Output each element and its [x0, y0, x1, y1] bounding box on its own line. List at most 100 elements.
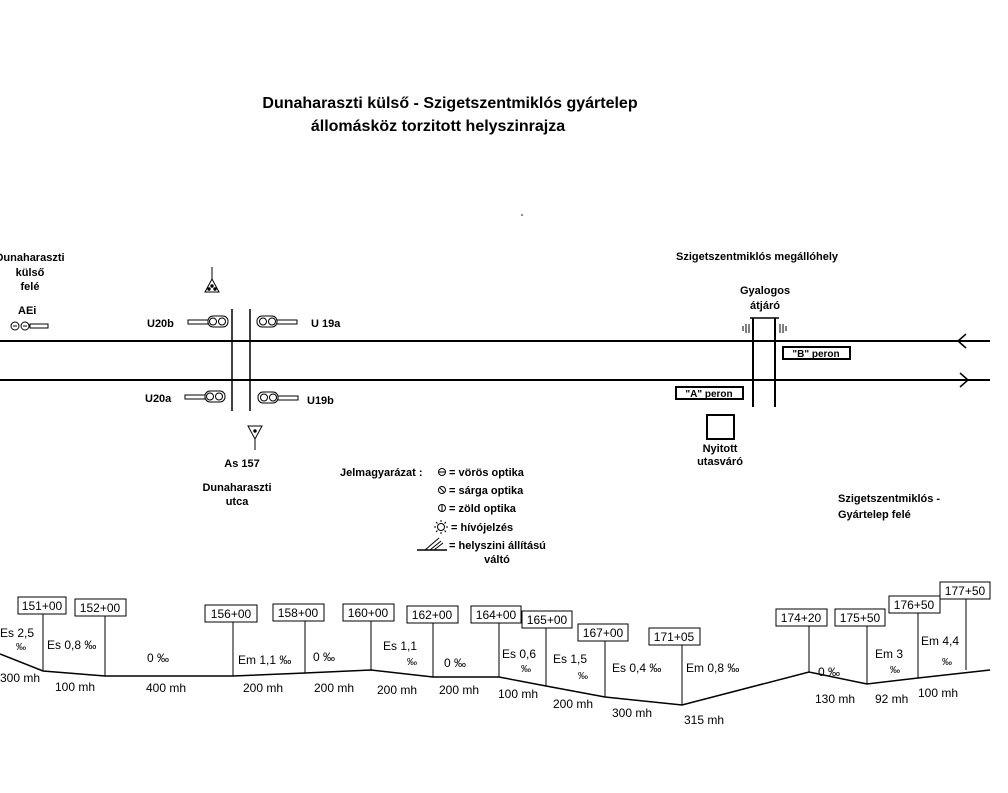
legend-yellow-label: = sárga optika [449, 485, 524, 497]
km-post-box [939, 581, 991, 600]
title-line-2: állomásköz torzitott helyszinrajza [311, 118, 565, 135]
km-post-label: 165+00 [527, 613, 568, 627]
signal-u19b-label: U19b [307, 395, 334, 407]
section-length: 300 mh [612, 706, 652, 720]
waiting-shelter-line-1: Nyitott [703, 443, 738, 455]
waiting-shelter-line-2: utasváró [697, 456, 743, 468]
legend-red-icon [438, 468, 446, 476]
km-post-label: 171+05 [654, 630, 695, 644]
platform-a [675, 386, 744, 400]
km-post-label: 177+50 [945, 584, 986, 598]
legend-title: Jelmagyarázat : [340, 467, 423, 479]
gradient-label: Em 3 [875, 647, 903, 661]
km-post-label: 167+00 [583, 626, 624, 640]
section-length: 200 mh [243, 681, 283, 695]
legend-call-signal-icon [434, 520, 448, 534]
signal-u20b-icon [187, 315, 229, 328]
platform-b-label: "B" peron [792, 349, 839, 360]
signal-u20a-icon [184, 390, 226, 403]
legend-switch-label: = helyszini állítású [449, 540, 546, 552]
legend-green-label: = zöld optika [449, 503, 517, 515]
signal-u20b-label: U20b [147, 318, 174, 330]
crossing-label-line-1: Gyalogos [740, 285, 790, 297]
title-line-1: Dunaharaszti külső - Szigetszentmiklós g… [262, 95, 637, 112]
section-length: 100 mh [55, 680, 95, 694]
legend-yellow-icon [438, 486, 446, 494]
km-post-box [272, 603, 325, 622]
km-post-box [834, 608, 886, 627]
km-post-label: 174+20 [781, 611, 822, 625]
km-post-box [521, 610, 573, 629]
gradient-label: Es 2,5 [0, 626, 34, 640]
km-post-box [648, 627, 701, 646]
signal-aei-icon [10, 321, 49, 331]
gradient-unit: ‰ [16, 642, 26, 653]
left-direction-line-2: külső [16, 267, 45, 279]
gradient-unit: ‰ [578, 671, 588, 682]
stray-dot [521, 214, 523, 216]
road-label-line-2: utca [226, 496, 250, 508]
crossing-barrier-right-icon [779, 324, 787, 333]
gradient-label: Es 0,6 [502, 647, 536, 661]
km-post-label: 160+00 [348, 606, 389, 620]
km-post-label: 158+00 [278, 606, 319, 620]
km-post-label: 162+00 [412, 608, 453, 622]
km-post-box [775, 608, 828, 627]
km-post-box [406, 605, 459, 624]
profile-break-lines [42, 599, 967, 705]
section-length: 300 mh [0, 671, 40, 685]
km-post-box [342, 603, 395, 622]
legend-green-icon [438, 504, 446, 512]
direction-arrow-left-icon [956, 333, 967, 349]
gradient-label: 0 ‰ [147, 651, 169, 665]
section-length: 200 mh [439, 683, 479, 697]
section-length: 130 mh [815, 692, 855, 706]
legend-switch-label-2: váltó [484, 554, 510, 566]
left-direction-line-3: felé [21, 281, 40, 293]
gradient-label: Em 4,4 [921, 634, 959, 648]
gradient-label: Es 1,1 [383, 639, 417, 653]
signal-u20a-label: U20a [145, 393, 172, 405]
km-post-box [577, 623, 629, 642]
km-post-label: 151+00 [22, 599, 63, 613]
signal-as157-icon [247, 425, 263, 450]
legend-call-signal-label: = hívójelzés [451, 522, 513, 534]
section-length: 92 mh [875, 692, 908, 706]
right-direction-line-2: Gyártelep felé [838, 509, 911, 521]
waiting-shelter [706, 414, 735, 440]
gradient-unit: ‰ [407, 657, 417, 668]
station-label: Szigetszentmiklós megállóhely [676, 251, 839, 263]
signal-as157-label: As 157 [224, 458, 259, 470]
direction-arrow-right-icon [959, 372, 970, 388]
left-direction-line-1: Dunaharaszti [0, 252, 65, 264]
section-length: 200 mh [553, 697, 593, 711]
gradient-unit: ‰ [521, 664, 531, 675]
km-post-label: 156+00 [211, 607, 252, 621]
right-direction-line-1: Szigetszentmiklós - [838, 493, 940, 505]
legend-switch-icon [417, 537, 447, 551]
gradient-unit: ‰ [890, 665, 900, 676]
km-post-box [74, 598, 127, 617]
km-post-box [888, 595, 941, 614]
gradient-label: Es 0,4 ‰ [612, 661, 661, 675]
km-post-box [470, 605, 522, 624]
crossing-barrier-left-icon [742, 324, 750, 333]
section-length: 315 mh [684, 713, 724, 727]
signal-u19a-icon [256, 315, 298, 328]
gradient-label: 0 ‰ [444, 656, 466, 670]
road-label-line-1: Dunaharaszti [202, 482, 271, 494]
signal-aei-label: AEi [18, 305, 36, 317]
signal-u19a-label: U 19a [311, 318, 341, 330]
platform-b [782, 346, 851, 360]
gradient-label: 0 ‰ [313, 650, 335, 664]
gradient-label: Es 0,8 ‰ [47, 638, 96, 652]
gradient-label: 0 ‰ [818, 665, 840, 679]
gradient-label: Em 1,1 ‰ [238, 653, 291, 667]
platform-a-label: "A" peron [685, 389, 732, 400]
km-post-box [204, 604, 258, 623]
gradient-unit: ‰ [942, 657, 952, 668]
section-length: 200 mh [377, 683, 417, 697]
section-length: 200 mh [314, 681, 354, 695]
km-post-box [17, 596, 67, 615]
